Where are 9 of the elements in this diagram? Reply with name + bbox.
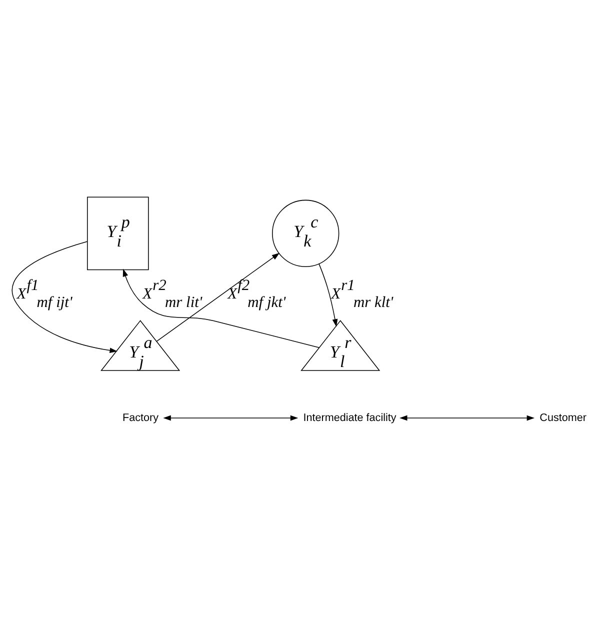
node-text: Intermediate facility [303, 411, 396, 424]
arrow [156, 252, 280, 342]
arrow [400, 414, 535, 420]
arrow [122, 268, 320, 348]
arrow [163, 414, 298, 420]
arrow [318, 262, 338, 326]
node-text: Customer [540, 411, 586, 424]
node-text: Factory [122, 411, 159, 424]
arrow [12, 240, 118, 353]
